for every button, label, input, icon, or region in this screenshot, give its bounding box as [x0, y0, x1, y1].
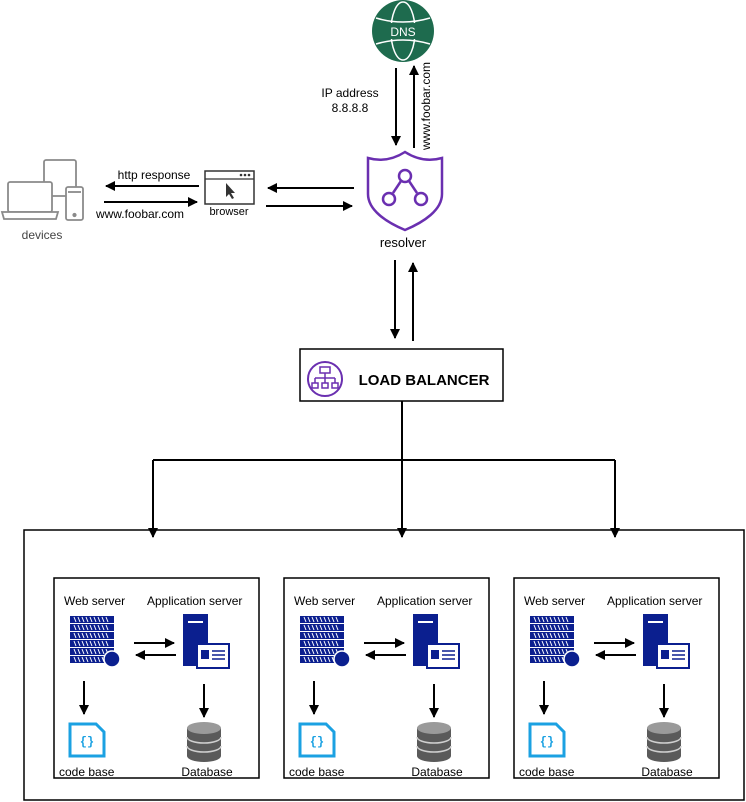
ip-address-value: 8.8.8.8 — [332, 101, 369, 115]
svg-text:{}: {} — [540, 735, 554, 749]
app-server-label: Application server — [607, 594, 702, 608]
code-base-label: code base — [59, 765, 115, 779]
server-cluster-3: Web server Application server {} code base D… — [513, 577, 720, 779]
web-server-icon — [300, 616, 351, 668]
code-file-icon: {} — [298, 722, 336, 758]
database-label: Database — [181, 765, 233, 779]
application-server-icon — [183, 614, 230, 669]
resolver-shield-icon — [366, 150, 444, 232]
database-icon — [646, 722, 682, 762]
svg-text:{}: {} — [80, 735, 94, 749]
web-server-label: Web server — [294, 594, 355, 608]
resolver-label: resolver — [380, 235, 427, 250]
cluster-box — [513, 577, 720, 779]
load-balancer-label: LOAD BALANCER — [359, 372, 490, 389]
code-file-icon: {} — [528, 722, 566, 758]
application-server-icon — [413, 614, 460, 669]
dns-query-label: www.foobar.com — [419, 62, 433, 151]
svg-text:{}: {} — [310, 735, 324, 749]
request-url-label: www.foobar.com — [95, 207, 184, 221]
database-icon — [186, 722, 222, 762]
dns-globe-icon: DNS — [372, 0, 434, 62]
code-base-label: code base — [289, 765, 345, 779]
database-label: Database — [411, 765, 463, 779]
server-cluster-1: Web server Application server {} code base D… — [53, 577, 260, 779]
database-label: Database — [641, 765, 693, 779]
app-server-label: Application server — [147, 594, 242, 608]
browser-label: browser — [209, 206, 248, 218]
browser-window-icon — [204, 170, 255, 205]
load-balancer-icon — [307, 361, 343, 397]
server-pool-container — [23, 529, 745, 801]
web-server-label: Web server — [524, 594, 585, 608]
application-server-icon — [643, 614, 690, 669]
dns-label: DNS — [390, 25, 415, 39]
devices-icon — [0, 159, 84, 221]
app-server-label: Application server — [377, 594, 472, 608]
web-server-icon — [530, 616, 581, 668]
devices-label: devices — [22, 228, 63, 242]
web-server-label: Web server — [64, 594, 125, 608]
http-response-label: http response — [118, 168, 191, 182]
database-icon — [416, 722, 452, 762]
load-balancer-box: LOAD BALANCER — [299, 348, 504, 402]
code-file-icon: {} — [68, 722, 106, 758]
code-base-label: code base — [519, 765, 575, 779]
server-cluster-2: Web server Application server {} code base D… — [283, 577, 490, 779]
cluster-box — [53, 577, 260, 779]
web-server-icon — [70, 616, 121, 668]
ip-address-label: IP address — [321, 86, 378, 100]
cluster-box — [283, 577, 490, 779]
